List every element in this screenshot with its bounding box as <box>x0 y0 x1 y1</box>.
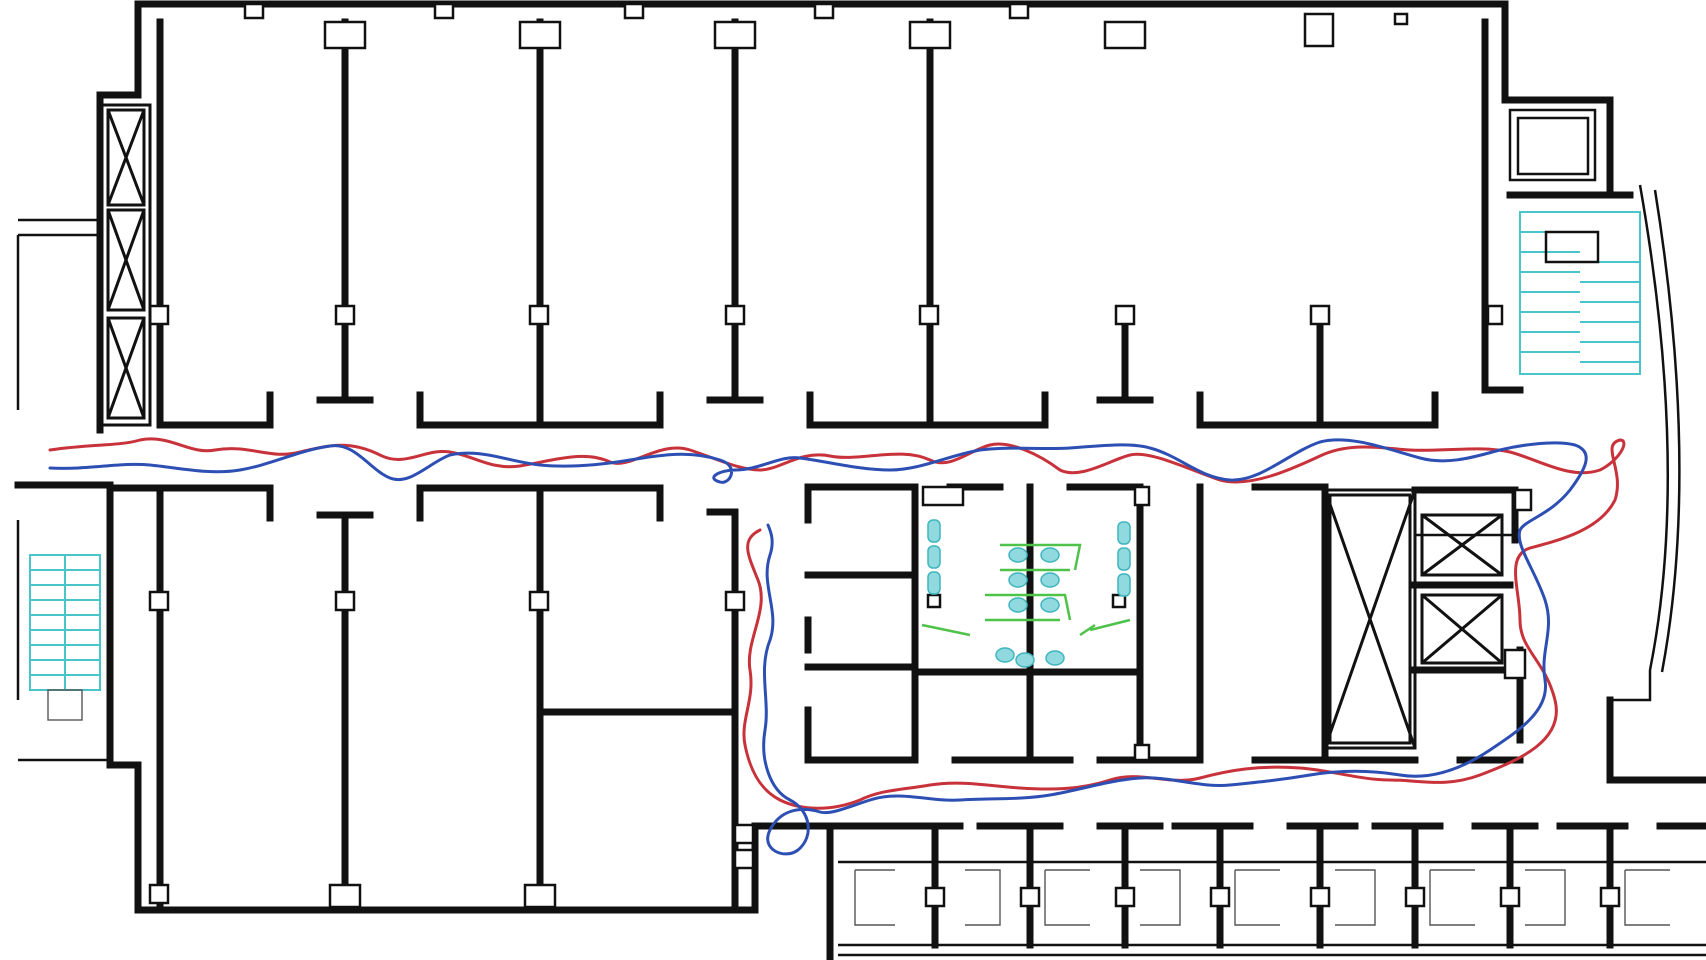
east-stairwell <box>1506 108 1641 375</box>
trajectory-blue <box>48 438 1588 856</box>
core-rooms <box>804 483 1204 764</box>
outer-walls <box>16 0 1706 960</box>
stall-partitions <box>921 543 1131 637</box>
north-offices <box>148 2 1524 429</box>
west-elevator-shaft <box>98 103 152 427</box>
west-stair-landing <box>47 689 83 721</box>
south-offices <box>106 484 755 909</box>
southeast-offices <box>826 822 1706 949</box>
restroom-fixtures <box>927 519 1131 668</box>
west-stairwell <box>29 554 101 691</box>
east-elevator-core <box>1251 483 1533 764</box>
